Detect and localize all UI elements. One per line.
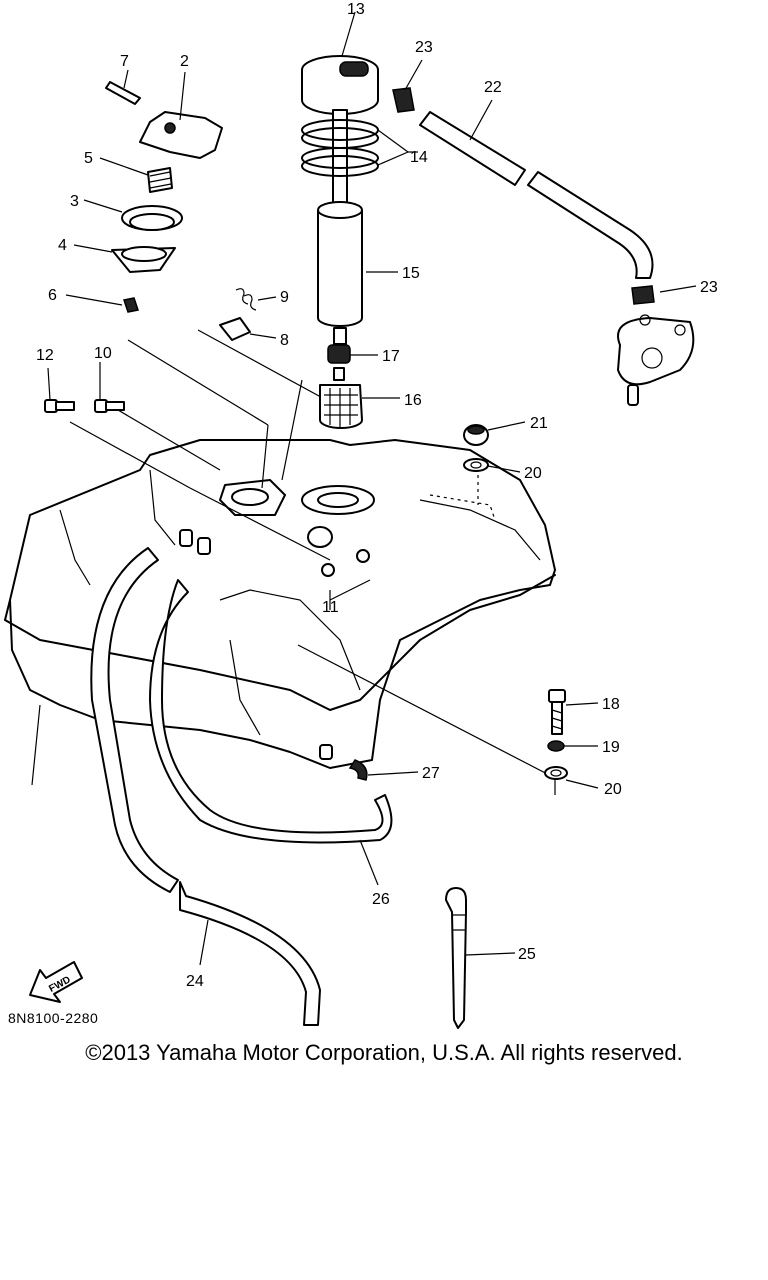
fuel-pump-assembly	[301, 55, 379, 429]
leader-lines	[31, 329, 556, 795]
hardware	[44, 288, 568, 1029]
callout-14: 14	[410, 149, 428, 166]
callout-leaders	[47, 11, 697, 966]
callout-6: 6	[48, 287, 57, 304]
callout-26: 26	[372, 891, 390, 908]
valve-assembly	[617, 314, 695, 406]
cap-assembly	[105, 81, 223, 313]
parts-diagram: 13 23 22 7 2 14 5 3 4 15 23 6 9 8 17 12 …	[4, 1, 718, 1029]
callout-22: 22	[484, 79, 502, 96]
callout-8: 8	[280, 332, 289, 349]
callout-17: 17	[382, 348, 400, 365]
callout-12: 12	[36, 347, 54, 364]
callout-20: 20	[604, 781, 622, 798]
callout-23: 23	[700, 279, 718, 296]
copyright-notice: ©2013 Yamaha Motor Corporation, U.S.A. A…	[85, 1040, 683, 1065]
hoses	[90, 87, 655, 1026]
callout-9: 9	[280, 289, 289, 306]
callout-23: 23	[415, 39, 433, 56]
callout-25: 25	[518, 946, 536, 963]
callout-11: 11	[322, 599, 339, 616]
callout-21: 21	[530, 415, 548, 432]
callout-labels: 13 23 22 7 2 14 5 3 4 15 23 6 9 8 17 12 …	[36, 1, 718, 990]
callout-15: 15	[402, 265, 420, 282]
fwd-arrow-icon: FWD	[29, 961, 83, 1003]
callout-5: 5	[84, 150, 93, 167]
callout-2: 2	[180, 53, 189, 70]
callout-27: 27	[422, 765, 440, 782]
callout-24: 24	[186, 973, 204, 990]
callout-18: 18	[602, 696, 620, 713]
fuel-tank	[4, 439, 556, 769]
callout-7: 7	[120, 53, 129, 70]
diagram-code: 8N8100-2280	[8, 1010, 99, 1026]
callout-13: 13	[347, 1, 365, 18]
callout-19: 19	[602, 739, 620, 756]
callout-20: 20	[524, 465, 542, 482]
callout-3: 3	[70, 193, 79, 210]
callout-16: 16	[404, 392, 422, 409]
callout-10: 10	[94, 345, 112, 362]
callout-4: 4	[58, 237, 67, 254]
